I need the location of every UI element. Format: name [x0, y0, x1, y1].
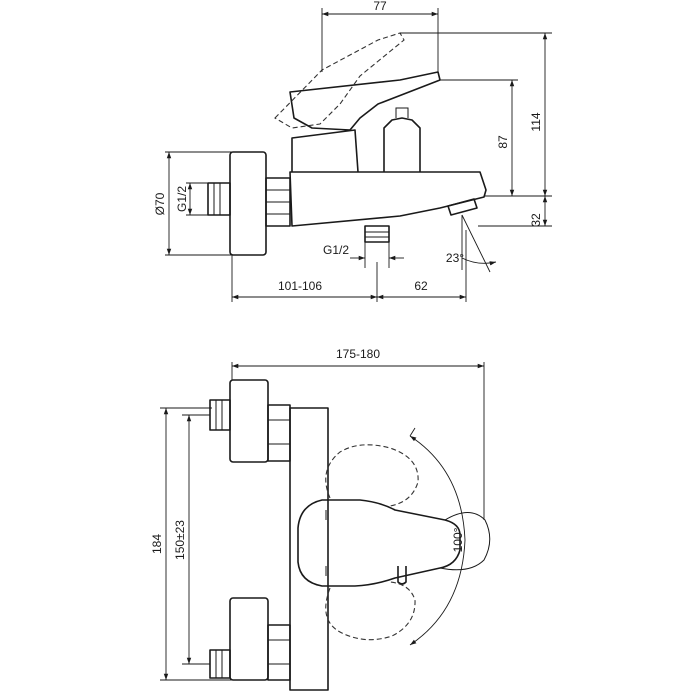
dim-top-width: 77	[373, 0, 387, 13]
front-nut-bottom	[267, 624, 291, 681]
dim-handle-height: 87	[496, 135, 510, 149]
dim-spout-height: 32	[529, 213, 543, 227]
front-flange-top	[229, 379, 269, 463]
side-bottom-outlet	[364, 225, 390, 243]
side-inlet-stub	[207, 182, 231, 216]
front-lever-ghost-up	[325, 444, 419, 507]
front-nut-top	[267, 404, 291, 462]
side-diverter-knob	[383, 117, 421, 172]
dim-outlet-offset: 62	[414, 279, 428, 293]
dim-front-width: 175-180	[336, 347, 380, 361]
front-diverter-pin	[397, 566, 407, 585]
front-mixer-body	[289, 407, 329, 691]
dim-front-height: 184	[150, 534, 164, 554]
front-lever-handle	[297, 499, 461, 587]
side-lever-raised-ghost	[274, 32, 405, 129]
dim-lever-angle: 100°	[451, 527, 465, 552]
side-view: 77 114 87 32 Ø70 G1/2 G1/2 23° 101-106	[153, 0, 552, 302]
dim-outlet-thread: G1/2	[323, 243, 349, 257]
front-lever-ghost-down	[325, 581, 416, 641]
front-flange-bottom	[229, 597, 269, 681]
dim-wall-offset: 101-106	[278, 279, 322, 293]
side-mixer-body	[289, 171, 487, 227]
side-lever-handle	[289, 71, 441, 131]
dim-inlet-centers: 150±23	[173, 520, 187, 560]
front-stub-bottom	[209, 649, 231, 679]
dim-flange-diameter: Ø70	[153, 192, 167, 215]
side-lever-stem	[291, 129, 359, 173]
dim-inlet-thread: G1/2	[175, 186, 189, 212]
front-view: 100° 175-180 184 150±23	[150, 347, 491, 691]
side-wall-flange	[229, 151, 267, 256]
front-stub-top	[209, 399, 231, 431]
side-aerator	[447, 198, 478, 216]
dim-total-height: 114	[529, 112, 543, 131]
dim-spout-angle: 23°	[446, 251, 464, 265]
